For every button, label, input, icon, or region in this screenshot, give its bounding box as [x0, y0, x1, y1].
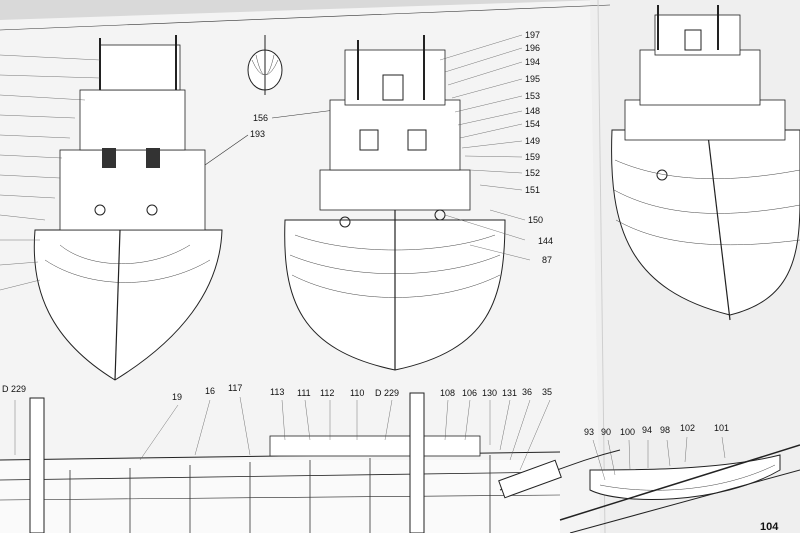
callout-151: 151: [525, 185, 540, 195]
callout-16: 16: [205, 386, 215, 396]
callout-149: 149: [525, 136, 540, 146]
callout-112: 112: [320, 388, 334, 398]
callout-100: 100: [620, 427, 635, 437]
callout-108: 108: [440, 388, 455, 398]
callout-87: 87: [542, 255, 552, 265]
page-number: 104: [760, 521, 779, 533]
longboat-detail: 93 90 100 94 98 102 101: [559, 423, 800, 533]
callout-117: 117: [228, 383, 242, 393]
callout-152: 152: [525, 168, 540, 178]
callout-113: 113: [270, 387, 284, 397]
callout-197: 197: [525, 30, 540, 40]
stern-view-middle: 197 196 194 195 153 148 154 149 159 152 …: [284, 30, 553, 371]
callout-153: 153: [525, 91, 540, 101]
callout-19: 19: [172, 392, 182, 402]
callout-196: 196: [525, 43, 540, 53]
callout-35: 35: [542, 387, 552, 397]
callout-98: 98: [660, 425, 670, 435]
stern-lantern-detail: [247, 35, 283, 95]
callout-93: 93: [584, 427, 594, 437]
callout-131: 131: [502, 388, 517, 398]
callout-193: 193: [250, 129, 265, 139]
side-elevation-bottom: D 229 19 16 117 113 111 112 110 D 229 10…: [0, 383, 621, 533]
callout-144: 144: [538, 236, 553, 246]
callout-102: 102: [680, 423, 695, 433]
callout-194: 194: [525, 57, 540, 67]
callout-110: 110: [350, 388, 364, 398]
callout-106: 106: [462, 388, 477, 398]
callout-195: 195: [525, 74, 540, 84]
stern-view-left: 193: [0, 35, 265, 381]
callout-154: 154: [525, 119, 540, 129]
callout-159: 159: [525, 152, 540, 162]
callout-90: 90: [601, 427, 611, 437]
callout-111: 111: [297, 388, 311, 398]
callout-d229-left: D 229: [2, 384, 26, 394]
callout-156: 156: [253, 113, 268, 123]
callout-d229-middle: D 229: [375, 388, 399, 398]
callout-130: 130: [482, 388, 497, 398]
callout-36: 36: [522, 387, 532, 397]
callout-94: 94: [642, 425, 652, 435]
callout-101: 101: [714, 423, 729, 433]
stern-view-right: [611, 5, 800, 321]
callout-150: 150: [528, 215, 543, 225]
callout-148: 148: [525, 106, 540, 116]
